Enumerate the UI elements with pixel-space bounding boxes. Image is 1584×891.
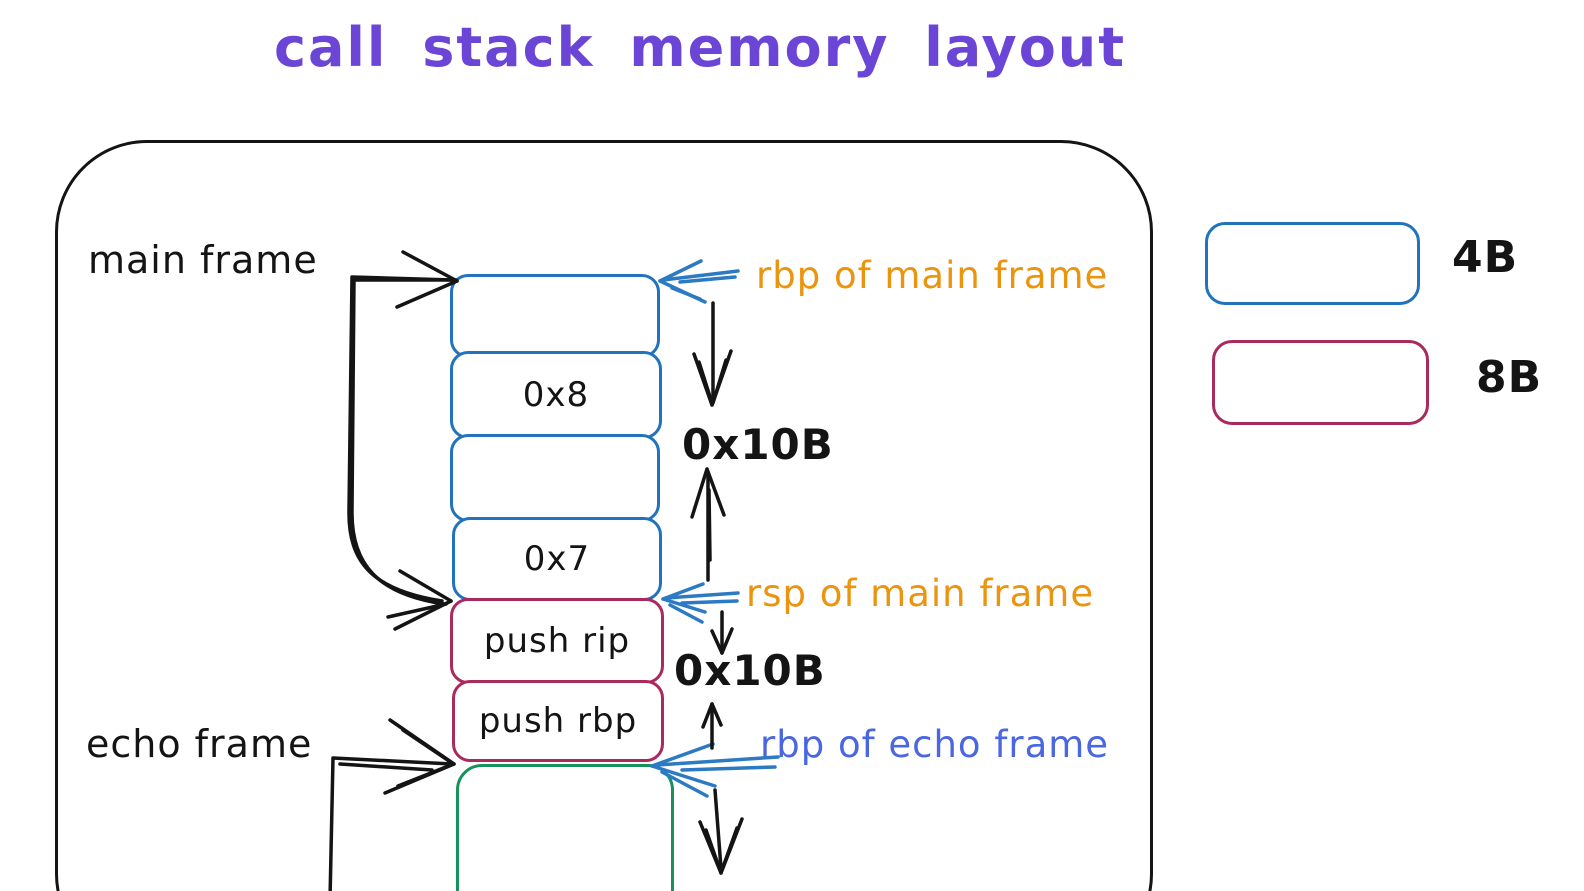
offset-0x10b-bottom: 0x10B: [674, 646, 826, 695]
rsp-main-frame-label: rsp of main frame: [746, 572, 1095, 615]
legend-label-8b: 8B: [1476, 352, 1543, 403]
echo-frame-label: echo frame: [86, 722, 313, 766]
stack-slot-label: push rip: [483, 621, 631, 661]
stack-slot-0x7: 0x7: [452, 517, 662, 601]
legend-swatch-8b: [1212, 340, 1429, 425]
stack-slot-push-rbp: push rbp: [452, 680, 664, 762]
legend-label-4b: 4B: [1452, 232, 1519, 283]
offset-0x10b-top: 0x10B: [682, 420, 834, 469]
stack-slot-empty-2: [450, 434, 660, 522]
stack-slot-label: 0x8: [522, 375, 590, 415]
legend-swatch-4b: [1205, 222, 1420, 305]
stack-slot-label: 0x7: [523, 539, 591, 579]
memory-region-outline: [55, 140, 1153, 891]
stack-slot-echo-frame: [456, 764, 674, 891]
diagram-title: call stack memory layout: [273, 16, 1127, 79]
stack-slot-label: push rbp: [478, 701, 638, 741]
main-frame-label: main frame: [88, 238, 318, 282]
rbp-main-frame-label: rbp of main frame: [756, 254, 1109, 297]
stack-slot-0x8: 0x8: [450, 351, 662, 439]
stack-slot-empty-1: [450, 274, 660, 358]
stack-slot-push-rip: push rip: [450, 598, 664, 684]
rbp-echo-frame-label: rbp of echo frame: [760, 723, 1110, 766]
